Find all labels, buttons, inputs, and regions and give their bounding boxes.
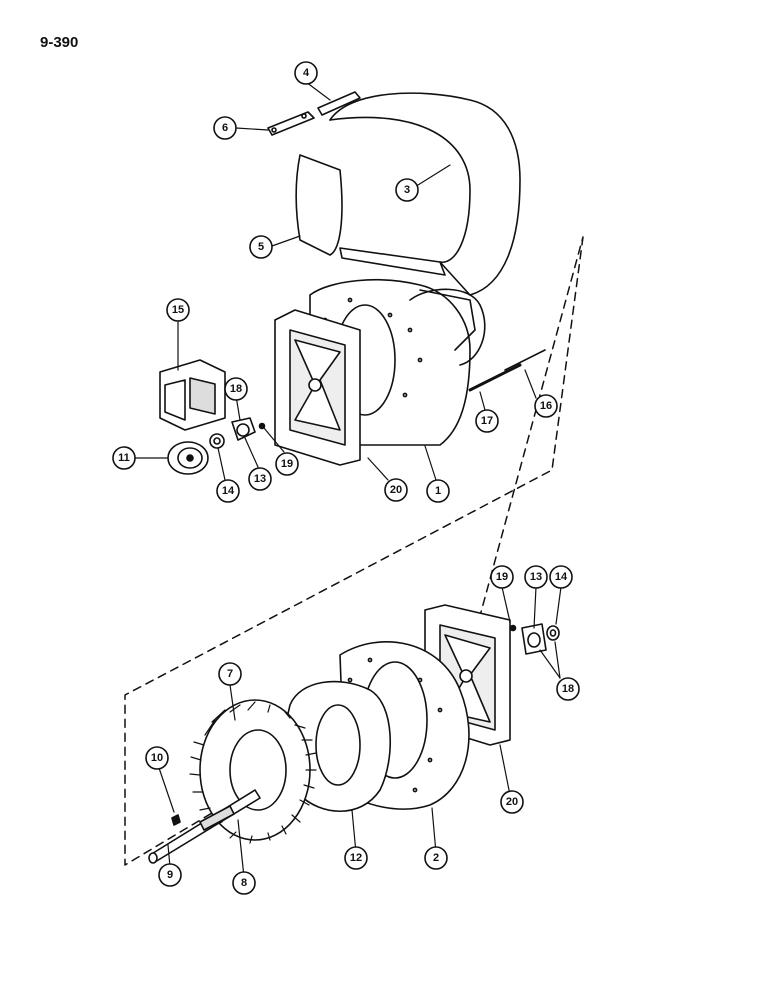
- callout-circle-9: [158, 863, 182, 887]
- callout-circle-5: [249, 235, 273, 259]
- callout-label-1: 1: [435, 485, 441, 497]
- callout-label-10: 10: [151, 752, 163, 764]
- callout-circle-20b: [500, 790, 524, 814]
- bearing-lower: [546, 625, 560, 641]
- callout-label-18a: 18: [230, 383, 242, 395]
- callout-label-17: 17: [481, 415, 493, 427]
- inlet-cone-plate: [284, 680, 392, 812]
- fan-housing-shell: [295, 92, 521, 296]
- drive-shaft: [148, 789, 261, 864]
- callout-label-11: 11: [118, 452, 130, 464]
- callout-circle-20a: [384, 478, 408, 502]
- exploded-boundary-dashed-line: [124, 236, 584, 866]
- flange-bearing-lower: [521, 623, 547, 655]
- flange-bearing-upper: [231, 417, 256, 441]
- callout-label-14a: 14: [222, 485, 235, 497]
- fan-wheel-impeller: [189, 699, 317, 844]
- shaft-rod: [468, 349, 546, 392]
- callout-circle-4: [294, 61, 318, 85]
- callout-circle-10: [145, 746, 169, 770]
- callout-label-18b: 18: [562, 683, 574, 695]
- callout-circle-1: [426, 479, 450, 503]
- callout-label-4: 4: [303, 67, 310, 79]
- callout-label-8: 8: [241, 877, 247, 889]
- callout-label-7: 7: [227, 668, 233, 680]
- callout-circles: [112, 61, 580, 895]
- callout-circle-6: [213, 116, 237, 140]
- page-number: 9-390: [40, 34, 79, 51]
- callout-label-12: 12: [350, 852, 362, 864]
- mounting-bracket-6: [267, 111, 315, 136]
- setscrew-upper: [258, 422, 266, 430]
- pulley: [167, 441, 209, 475]
- callout-label-20a: 20: [390, 484, 402, 496]
- callout-circle-14b: [549, 565, 573, 589]
- callout-circle-7: [218, 662, 242, 686]
- callout-circle-17: [475, 409, 499, 433]
- callout-label-5: 5: [258, 241, 264, 253]
- mounting-bracket-4: [317, 91, 361, 116]
- callout-circle-13a: [248, 467, 272, 491]
- callout-label-13b: 13: [530, 571, 542, 583]
- frame-plate-upper: [274, 309, 361, 466]
- callout-label-15: 15: [172, 304, 184, 316]
- callout-label-3: 3: [404, 184, 410, 196]
- callout-label-13a: 13: [254, 473, 266, 485]
- setscrew-lower: [509, 624, 517, 632]
- callout-circle-8: [232, 871, 256, 895]
- callout-label-20b: 20: [506, 796, 518, 808]
- callout-circle-18a: [224, 377, 248, 401]
- callout-circle-2: [424, 846, 448, 870]
- callout-circle-11: [112, 446, 136, 470]
- callout-label-16: 16: [540, 400, 552, 412]
- callout-circle-12: [344, 846, 368, 870]
- callout-circle-19b: [490, 565, 514, 589]
- callout-circle-13b: [524, 565, 548, 589]
- callout-label-2: 2: [433, 852, 439, 864]
- leader-lines: [134, 81, 562, 878]
- callout-circle-15: [166, 298, 190, 322]
- callout-label-19a: 19: [281, 458, 293, 470]
- callout-circle-16: [534, 394, 558, 418]
- callout-label-6: 6: [222, 122, 228, 134]
- callout-circle-3: [395, 178, 419, 202]
- bearing-bracket: [159, 359, 226, 431]
- callout-label-14b: 14: [555, 571, 568, 583]
- callout-circle-19a: [275, 452, 299, 476]
- callout-label-19b: 19: [496, 571, 508, 583]
- callout-circle-14a: [216, 479, 240, 503]
- callout-label-9: 9: [167, 869, 173, 881]
- bearing-upper: [209, 433, 225, 449]
- callout-circle-18b: [556, 677, 580, 701]
- shaft-key: [171, 814, 181, 826]
